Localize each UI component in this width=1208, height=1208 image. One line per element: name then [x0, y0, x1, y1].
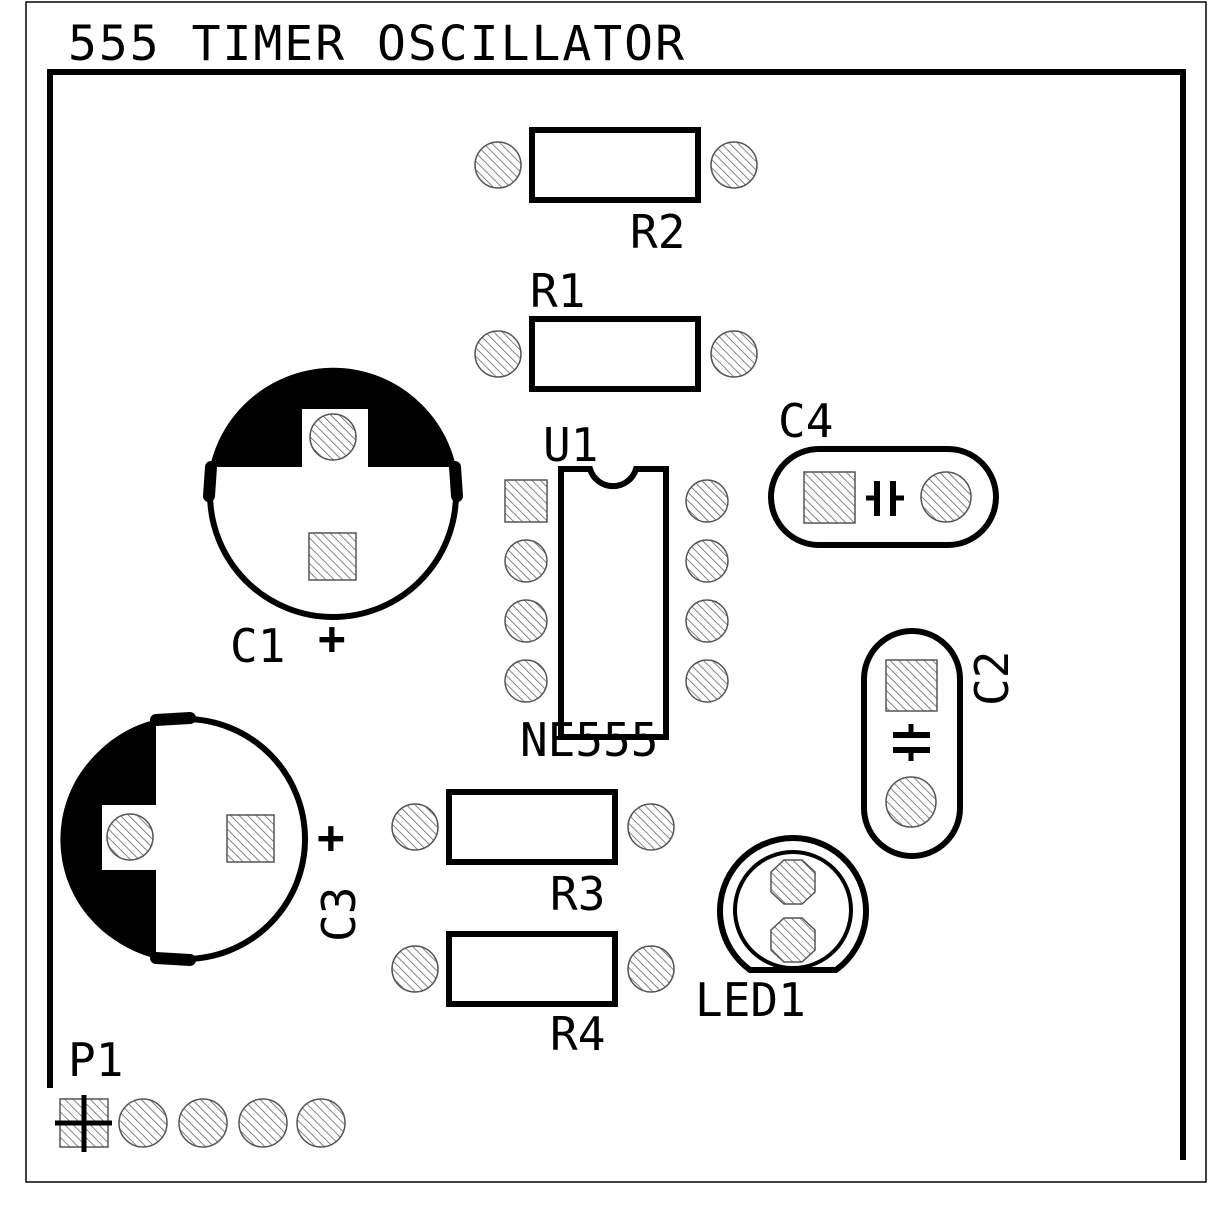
c1-plus-sign: +: [318, 611, 346, 665]
u1-pin-6: [685, 599, 729, 643]
resistor-r4[interactable]: R4: [391, 931, 675, 1061]
c1-pad-2: [308, 532, 357, 581]
c1-pad-1: [309, 413, 357, 461]
c1-label: C1: [230, 619, 285, 673]
image-border: [25, 1, 1207, 1183]
c4-pad-1: [803, 471, 856, 524]
resistor-r1[interactable]: R1: [474, 264, 758, 392]
r4-pad-1: [391, 945, 439, 993]
p1-label: P1: [68, 1033, 123, 1087]
u1-pin-1: [504, 479, 548, 523]
led1-label: LED1: [695, 973, 806, 1027]
ic-u1[interactable]: U1 NE555: [504, 418, 729, 767]
r4-label: R4: [550, 1007, 605, 1061]
r4-pad-2: [627, 945, 675, 993]
led-led1[interactable]: LED1: [695, 835, 869, 1027]
board-outline: [47, 69, 1186, 1160]
u1-pin-2: [504, 539, 548, 583]
r3-pad-2: [627, 803, 675, 851]
c3-plus-sign: +: [317, 810, 345, 864]
capacitor-c2[interactable]: C2: [861, 628, 1019, 859]
p1-pin-4: [238, 1098, 288, 1148]
r3-body: [446, 789, 618, 865]
c2-label: C2: [965, 651, 1019, 706]
u1-pin-8: [685, 479, 729, 523]
r4-body: [446, 931, 618, 1007]
board-title: 555 TIMER OSCILLATOR: [68, 16, 686, 72]
r1-body: [529, 316, 701, 392]
c3-band-edge-bottom: [150, 952, 196, 966]
c4-pad-2: [920, 471, 972, 523]
p1-pin-3: [178, 1098, 228, 1148]
u1-outline: [558, 466, 669, 740]
connector-p1[interactable]: P1: [55, 1033, 346, 1152]
resistor-r2[interactable]: R2: [474, 127, 758, 259]
c2-pad-2: [885, 776, 937, 828]
u1-pin-7: [685, 539, 729, 583]
c2-outline: [861, 628, 963, 859]
r1-pad-2: [710, 330, 758, 378]
r2-pad-1: [474, 141, 522, 189]
c3-pad-1: [106, 813, 154, 861]
r3-pad-1: [391, 803, 439, 851]
c4-label: C4: [778, 394, 833, 448]
c3-band-edge-top: [150, 712, 196, 726]
led1-pad-1: [770, 859, 816, 905]
u1-pin-5: [685, 659, 729, 703]
u1-label: U1: [543, 418, 598, 472]
c3-label: C3: [312, 887, 366, 942]
led1-inner-ring: [733, 850, 853, 970]
p1-pin-5: [296, 1098, 346, 1148]
u1-pin-3: [504, 599, 548, 643]
c1-band-edge-right: [449, 461, 463, 502]
r3-label: R3: [550, 867, 605, 921]
p1-pin-2: [118, 1098, 168, 1148]
r1-pad-1: [474, 330, 522, 378]
capacitor-c1[interactable]: C1 +: [203, 367, 463, 673]
c1-band-edge-left: [203, 461, 217, 502]
r2-pad-2: [710, 141, 758, 189]
c3-pad-2: [226, 814, 275, 863]
c2-pad-1: [885, 659, 938, 712]
c3-polarity-band: [60, 722, 156, 957]
capacitor-c3[interactable]: + C3: [60, 712, 366, 966]
r1-label: R1: [530, 264, 585, 318]
u1-value-label: NE555: [520, 713, 658, 767]
led1-pad-2: [770, 917, 816, 963]
resistor-r3[interactable]: R3: [391, 789, 675, 921]
r2-body: [529, 127, 701, 203]
u1-pin-4: [504, 659, 548, 703]
led1-outline: [717, 835, 869, 973]
c4-outline: [768, 446, 999, 548]
capacitor-c4[interactable]: C4: [768, 394, 999, 548]
r2-label: R2: [630, 205, 685, 259]
c1-polarity-band: [212, 367, 455, 467]
